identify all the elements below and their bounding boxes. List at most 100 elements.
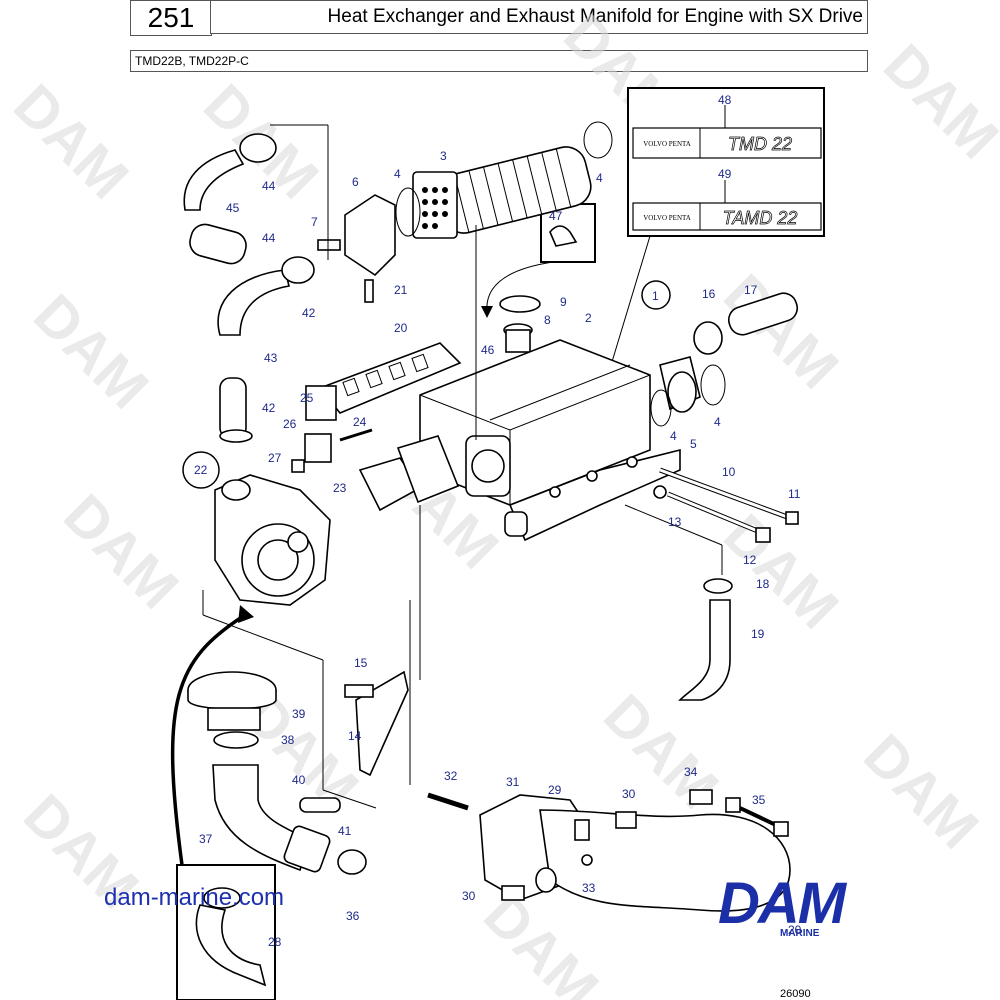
callout-45: 45	[226, 201, 240, 215]
callout-32: 32	[444, 769, 458, 783]
badge-tamd22	[632, 202, 822, 231]
callout-10: 10	[722, 465, 736, 479]
callout-46: 46	[481, 343, 495, 357]
callout-23: 23	[333, 481, 347, 495]
callout-20: 20	[394, 321, 408, 335]
callout-8: 8	[544, 313, 551, 327]
heat-exchanger-core	[395, 121, 613, 239]
watermark: DAM	[711, 262, 850, 401]
part-28-inset	[176, 864, 276, 1000]
callout-40: 40	[292, 773, 306, 787]
callout-27: 27	[268, 451, 282, 465]
watermark: DAM	[1, 72, 140, 211]
callout-36: 36	[346, 909, 360, 923]
badge-inset: VOLVO PENTA TMD 22 VOLVO PENTA TAMD 22	[604, 87, 825, 386]
callout-35: 35	[752, 793, 766, 807]
exhaust-manifold-housing	[419, 339, 681, 542]
callout-39: 39	[292, 707, 306, 721]
turbocharger	[214, 474, 331, 606]
bolt	[344, 684, 374, 698]
callout-7: 7	[311, 215, 318, 229]
exhaust-elbow	[479, 789, 791, 912]
watermark: DAM	[851, 722, 990, 861]
callout-37: 37	[199, 832, 213, 846]
part-47-inset	[481, 203, 596, 318]
callout-19: 19	[751, 627, 765, 641]
callout-3: 3	[440, 149, 447, 163]
page-title: Heat Exchanger and Exhaust Manifold for …	[210, 0, 868, 34]
watermark: DAM	[871, 32, 1000, 171]
hose-clamp	[213, 731, 259, 749]
callout-15: 15	[354, 656, 368, 670]
callout-17: 17	[744, 283, 758, 297]
callout-42: 42	[262, 401, 276, 415]
callout-43: 43	[264, 351, 278, 365]
callout-41: 41	[338, 824, 352, 838]
nut	[785, 511, 799, 525]
drain-hose	[678, 599, 731, 701]
callout-4: 4	[670, 429, 677, 443]
callout-44: 44	[262, 179, 276, 193]
callout-29: 29	[548, 783, 562, 797]
callout-21: 21	[394, 283, 408, 297]
callout-12: 12	[743, 553, 757, 567]
callout-47: 47	[549, 209, 563, 223]
callout-49: 49	[718, 167, 732, 181]
page-number: 251	[130, 0, 212, 36]
callout-4: 4	[596, 171, 603, 185]
brand-logo: DAM	[718, 871, 846, 936]
callout-5: 5	[690, 437, 697, 451]
badge-model-text: TMD 22	[728, 134, 792, 154]
callout-14: 14	[348, 729, 362, 743]
callout-16: 16	[702, 287, 716, 301]
callout-11: 11	[788, 487, 801, 501]
gasket-plate	[305, 385, 337, 421]
callout-34: 34	[684, 765, 698, 779]
callout-6: 6	[352, 175, 359, 189]
callout-9: 9	[560, 295, 567, 309]
callout-4: 4	[394, 167, 401, 181]
hose	[299, 797, 341, 813]
callout-48: 48	[718, 93, 732, 107]
callout-26: 26	[283, 417, 297, 431]
nut	[291, 459, 305, 473]
hose	[727, 292, 799, 336]
callout-22: 22	[194, 463, 208, 477]
sensor	[364, 279, 374, 303]
callout-25: 25	[300, 391, 314, 405]
brand-logo-subtitle: MARINE	[780, 928, 820, 939]
callout-33: 33	[582, 881, 596, 895]
callout-4: 4	[714, 415, 721, 429]
watermark: DAM	[51, 482, 190, 621]
callout-18: 18	[756, 577, 770, 591]
callout-20: 20	[788, 923, 802, 937]
intake-elbow	[212, 764, 311, 872]
callout-2: 2	[585, 311, 592, 325]
callout-44: 44	[262, 231, 276, 245]
badge-model-text: TAMD 22	[723, 208, 798, 228]
bolt-head	[755, 527, 771, 543]
callout-30: 30	[462, 889, 476, 903]
bolt	[317, 239, 341, 251]
pressure-cap	[499, 295, 541, 313]
callout-38: 38	[281, 733, 295, 747]
callout-1: 1	[652, 289, 659, 303]
watermark: DAM	[21, 282, 160, 421]
callout-13: 13	[668, 515, 682, 529]
site-url: dam-marine.com	[104, 884, 285, 911]
end-cover	[344, 194, 396, 277]
callout-31: 31	[506, 775, 520, 789]
model-list: TMD22B, TMD22P-C	[130, 50, 868, 72]
callout-labels: 48 49 3 4 4 6 44 45 44 7 47 21 42 9 8 2 …	[194, 93, 802, 949]
badge-brand-text: VOLVO PENTA	[643, 214, 691, 222]
callout-28: 28	[268, 935, 282, 949]
plate	[304, 433, 332, 463]
washer	[653, 485, 667, 499]
callout-30: 30	[622, 787, 636, 801]
callout-42: 42	[302, 306, 316, 320]
hose-clamp	[703, 578, 733, 594]
badge-brand-text: VOLVO PENTA	[643, 140, 691, 148]
drawing-reference: 26090	[780, 988, 811, 1000]
hose-clamp	[693, 321, 723, 355]
